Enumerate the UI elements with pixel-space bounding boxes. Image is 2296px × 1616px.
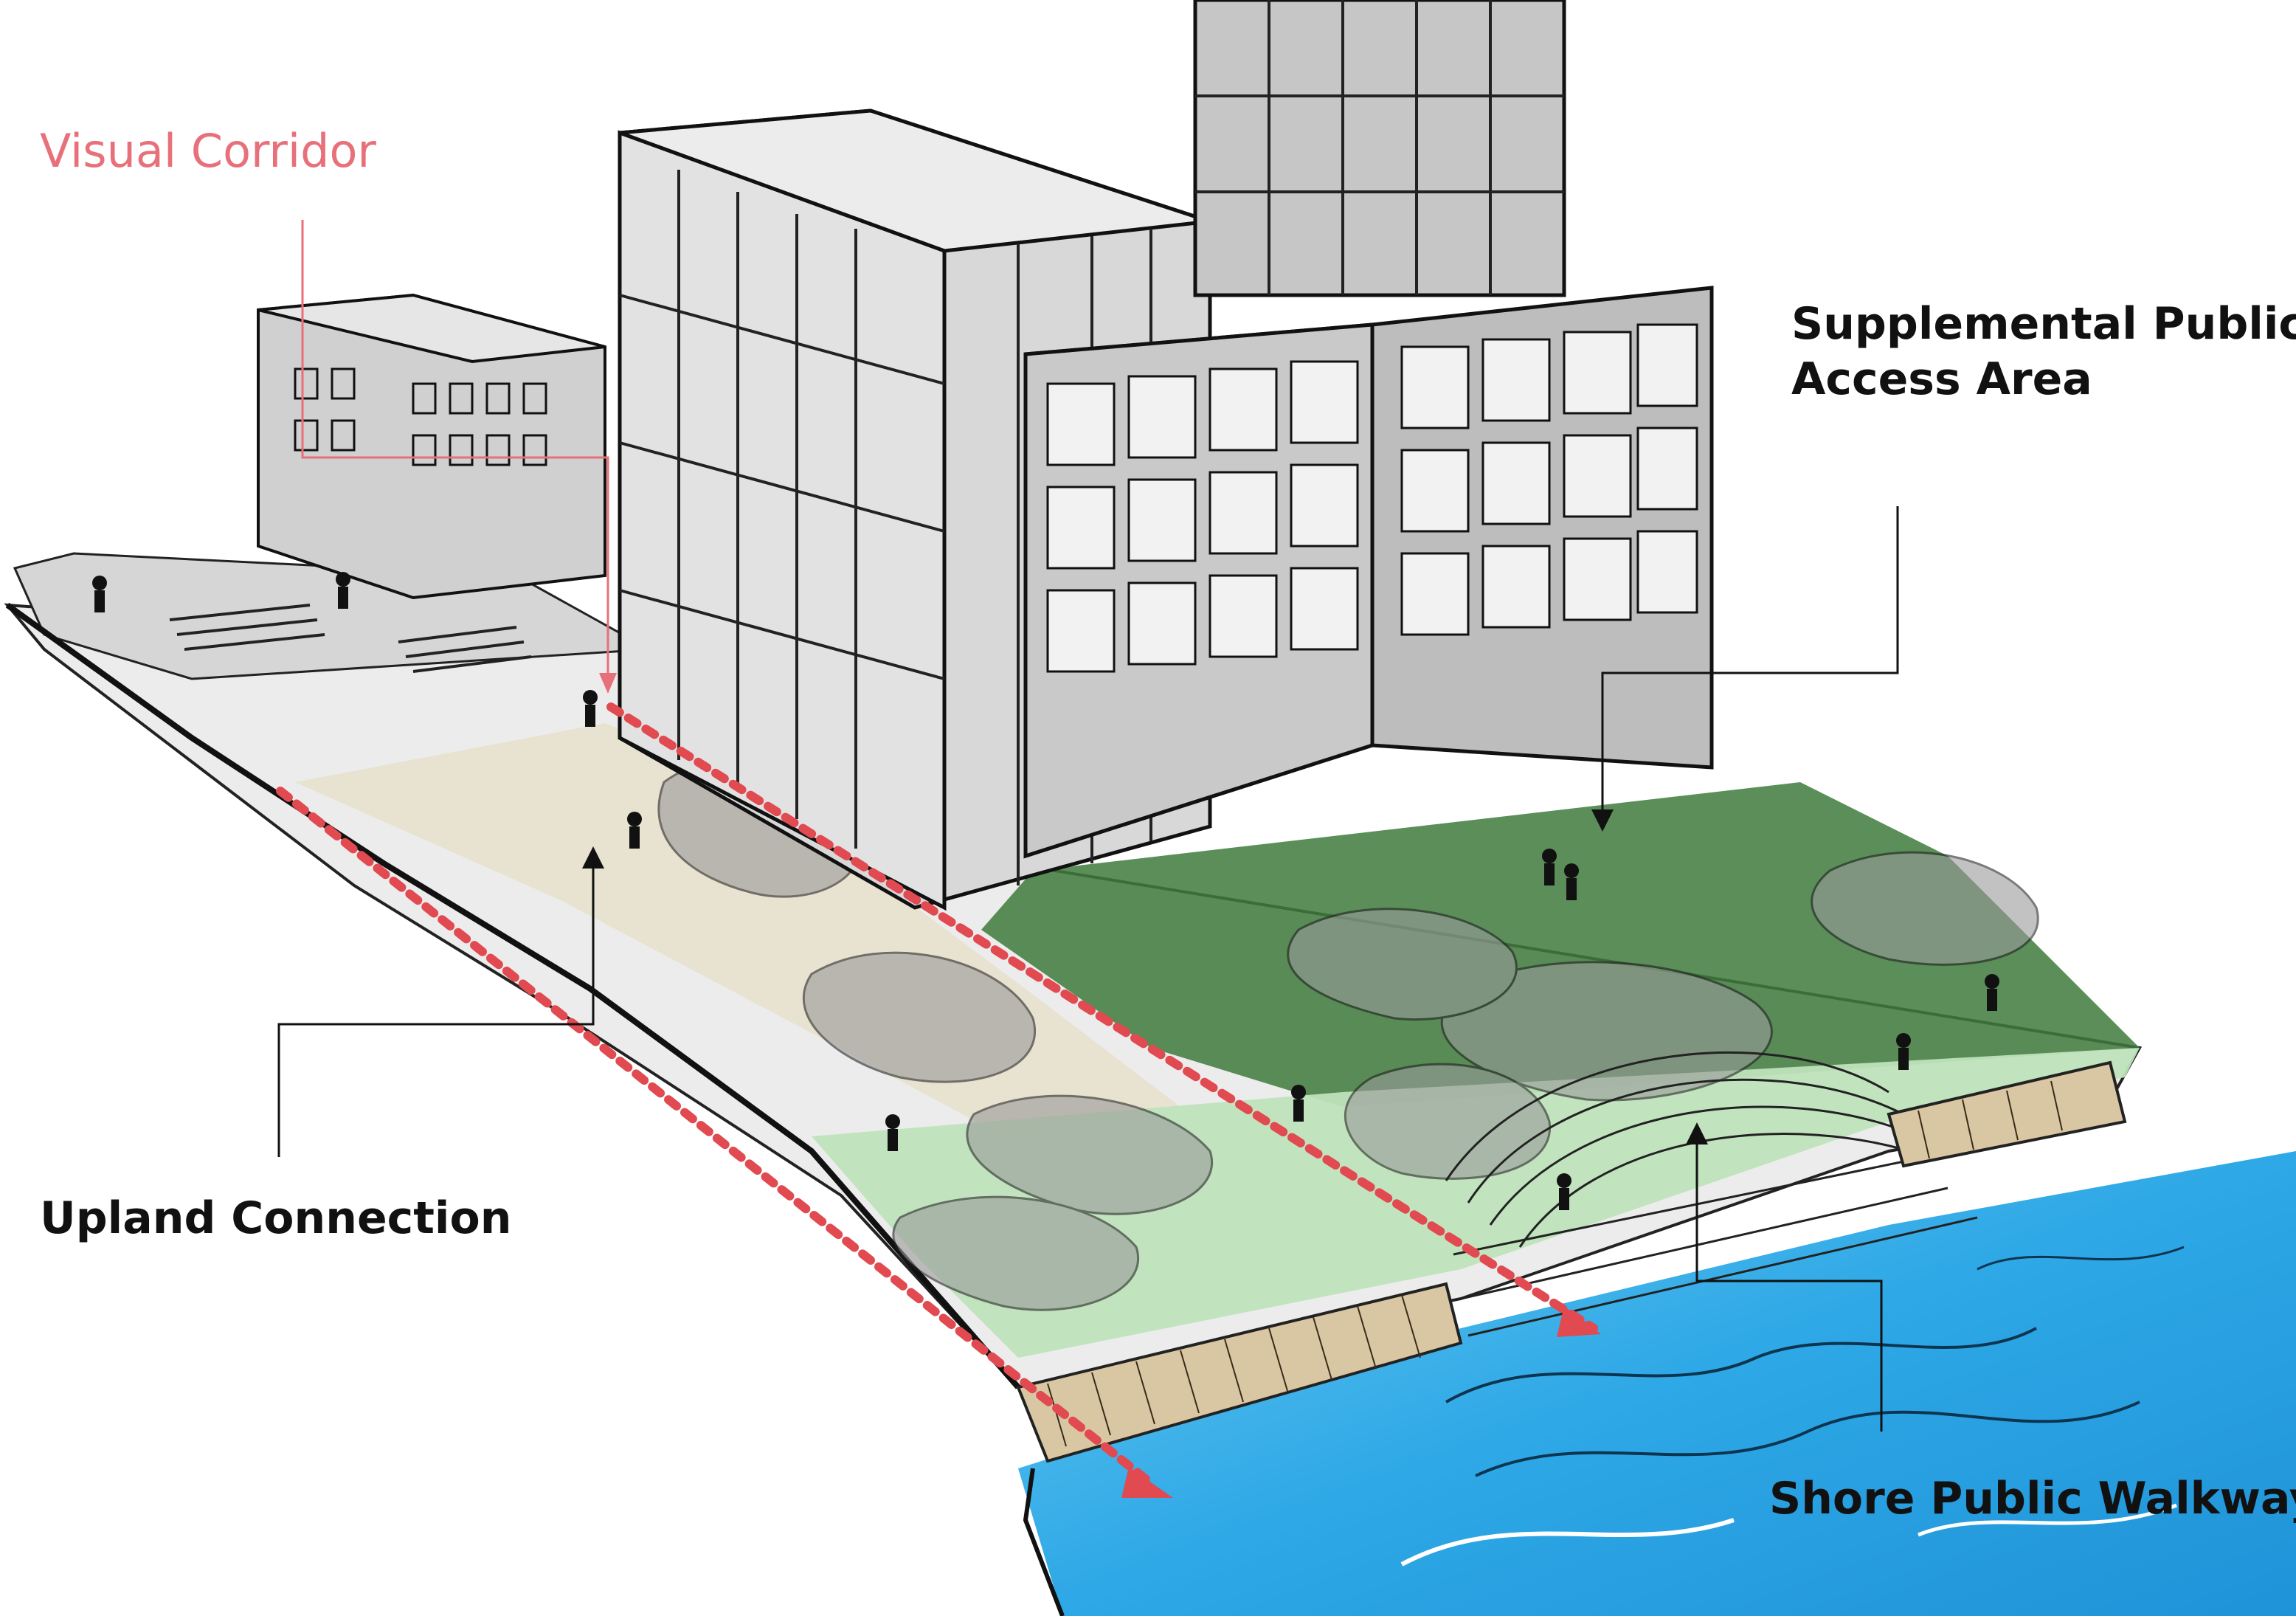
supplemental-label-line1: Supplemental Public bbox=[1791, 297, 2296, 352]
supplemental-public-access-label: Supplemental Public Access Area bbox=[1791, 297, 2296, 407]
visual-corridor-label: Visual Corridor bbox=[40, 124, 376, 179]
upland-connection-label: Upland Connection bbox=[40, 1191, 511, 1246]
tall-tower bbox=[1195, 0, 1564, 295]
supplemental-label-line2: Access Area bbox=[1791, 352, 2296, 407]
right-building bbox=[1026, 288, 1712, 856]
shore-public-walkway-label: Shore Public Walkway bbox=[1769, 1471, 2296, 1527]
